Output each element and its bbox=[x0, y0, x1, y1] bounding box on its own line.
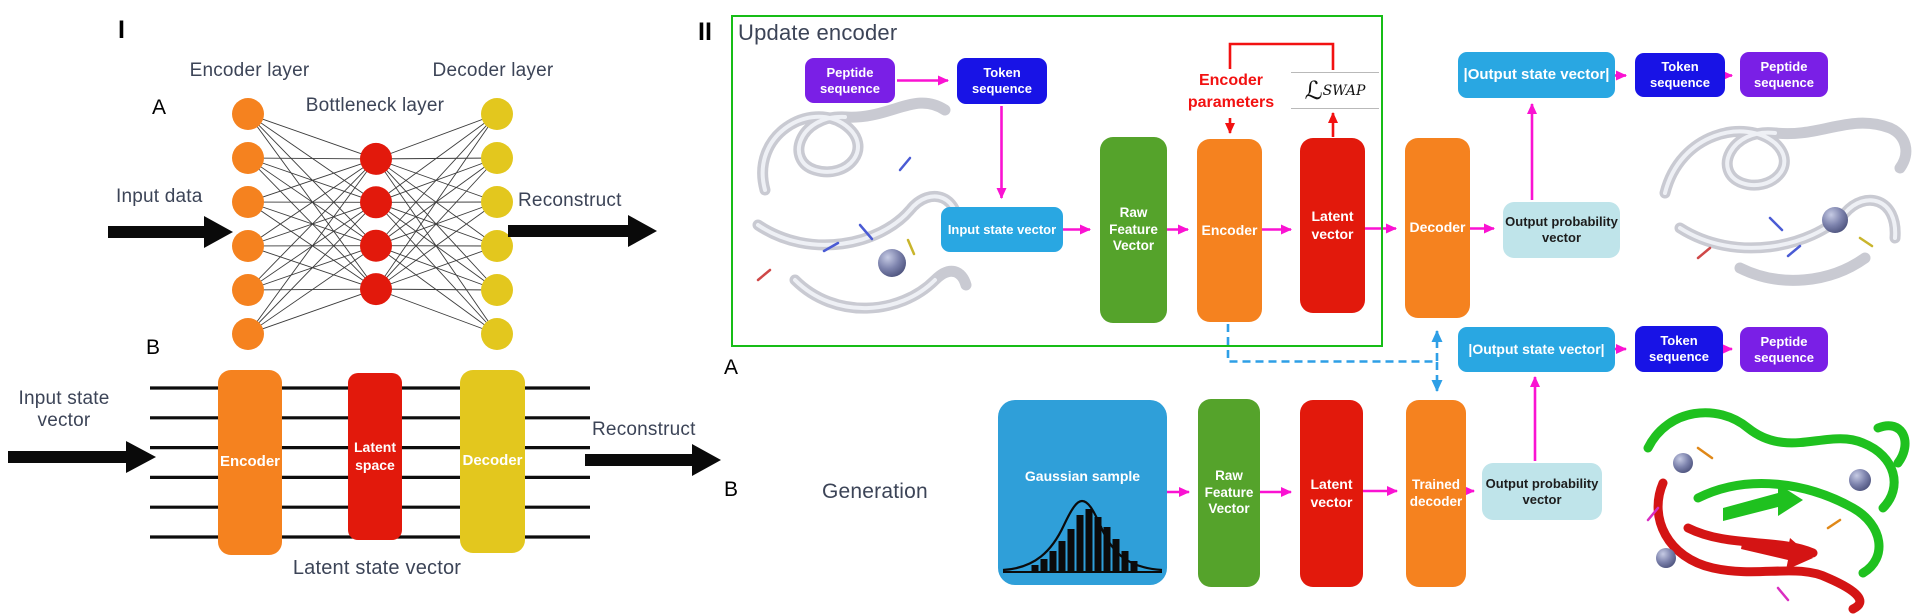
input-state-vector-chip: Input state vector bbox=[941, 207, 1063, 252]
trained-decoder-block: Trained decoder bbox=[1406, 400, 1466, 587]
bottleneck-layer-label: Bottleneck layer bbox=[305, 95, 445, 116]
decoder-layer-label: Decoder layer bbox=[432, 60, 554, 81]
encoder-parameters-label: Encoder parameters bbox=[1172, 70, 1290, 115]
decoder-block-a: Decoder bbox=[1405, 138, 1470, 318]
output-probability-vector-chip-b: Output probability vector bbox=[1482, 463, 1602, 520]
decoder-block-b: Decoder bbox=[460, 370, 525, 553]
neuron-encoder-layer bbox=[232, 230, 264, 262]
histogram-bars bbox=[1031, 509, 1138, 571]
protein-structure-output bbox=[1659, 117, 1912, 286]
neuron-decoder-layer bbox=[481, 98, 513, 130]
reconstruct-label-b: Reconstruct bbox=[592, 419, 696, 440]
neuron-encoder-layer bbox=[232, 98, 264, 130]
raw-feature-vector-block-a: Raw Feature Vector bbox=[1100, 137, 1167, 323]
latent-state-vector-label: Latent state vector bbox=[292, 557, 462, 579]
generation-title: Generation bbox=[822, 480, 928, 503]
gaussian-sample-label: Gaussian sample bbox=[1024, 468, 1141, 484]
loss-subscript: SWAP bbox=[1322, 82, 1366, 99]
protein-structure-generated bbox=[1643, 408, 1910, 614]
panel-ia-label: A bbox=[152, 96, 167, 119]
output-state-vector-chip-a: |Output state vector| bbox=[1458, 52, 1615, 98]
raw-feature-vector-block-b: Raw Feature Vector bbox=[1198, 399, 1260, 587]
loss-script-l: ℒ bbox=[1304, 76, 1323, 105]
token-sequence-chip-input: Token sequence bbox=[957, 58, 1047, 104]
neuron-bottleneck-layer bbox=[360, 273, 392, 306]
output-probability-vector-chip-a: Output probability vector bbox=[1503, 202, 1620, 258]
neuron-decoder-layer bbox=[481, 318, 513, 350]
neuron-decoder-layer bbox=[481, 142, 513, 174]
peptide-sequence-chip-output-a: Peptide sequence bbox=[1740, 52, 1828, 97]
neuron-bottleneck-layer bbox=[360, 229, 392, 262]
gaussian-histogram bbox=[1002, 499, 1163, 573]
input-state-arrow-b bbox=[8, 441, 156, 473]
reconstruct-label-a: Reconstruct bbox=[518, 190, 622, 211]
protein-structure-input bbox=[752, 97, 972, 314]
neuron-decoder-layer bbox=[481, 230, 513, 262]
row-a-label: A bbox=[724, 356, 739, 379]
neuron-bottleneck-layer bbox=[360, 142, 392, 175]
neuron-decoder-layer bbox=[481, 186, 513, 218]
neuron-bottleneck-layer bbox=[360, 186, 392, 219]
weight-sharing-dashed-path bbox=[1226, 324, 1443, 392]
encoder-layer-label: Encoder layer bbox=[189, 60, 310, 81]
row-b-label: B bbox=[724, 478, 739, 501]
panel-ib-label: B bbox=[146, 336, 161, 359]
flow-arrows-black bbox=[8, 215, 721, 476]
neuron-encoder-layer bbox=[232, 142, 264, 174]
input-data-label: Input data bbox=[116, 186, 203, 207]
encoder-block-a: Encoder bbox=[1197, 139, 1262, 322]
input-state-vector-label: Input state vector bbox=[18, 388, 110, 431]
peptide-sequence-chip-output-b: Peptide sequence bbox=[1740, 327, 1828, 372]
neuron-encoder-layer bbox=[232, 186, 264, 218]
reconstruct-arrow-b bbox=[585, 444, 721, 476]
reconstruct-arrow-a bbox=[508, 215, 657, 247]
input-data-arrow bbox=[108, 216, 233, 248]
latent-vector-block-a: Latent vector bbox=[1300, 138, 1365, 313]
autoencoder-network-graphic bbox=[232, 98, 513, 350]
encoder-block-b: Encoder bbox=[218, 370, 282, 555]
output-state-vector-chip-b: |Output state vector| bbox=[1458, 327, 1615, 372]
token-sequence-chip-output-a: Token sequence bbox=[1635, 53, 1725, 97]
peptide-sequence-chip-input: Peptide sequence bbox=[805, 58, 895, 103]
panel-i-label: I bbox=[118, 16, 125, 44]
panel-ii-label: II bbox=[698, 18, 712, 46]
update-encoder-title: Update encoder bbox=[738, 20, 898, 45]
neuron-encoder-layer bbox=[232, 318, 264, 350]
latent-vector-block-b: Latent vector bbox=[1300, 400, 1363, 587]
neuron-decoder-layer bbox=[481, 274, 513, 306]
token-sequence-chip-output-b: Token sequence bbox=[1635, 326, 1723, 372]
update-encoder-frame bbox=[731, 15, 1383, 347]
encoder-update-loop bbox=[1225, 42, 1338, 137]
neuron-encoder-layer bbox=[232, 274, 264, 306]
gaussian-sample-block: Gaussian sample bbox=[998, 400, 1167, 585]
magenta-flow-arrows bbox=[897, 70, 1733, 497]
latent-space-block-b: Latent space bbox=[348, 373, 402, 540]
